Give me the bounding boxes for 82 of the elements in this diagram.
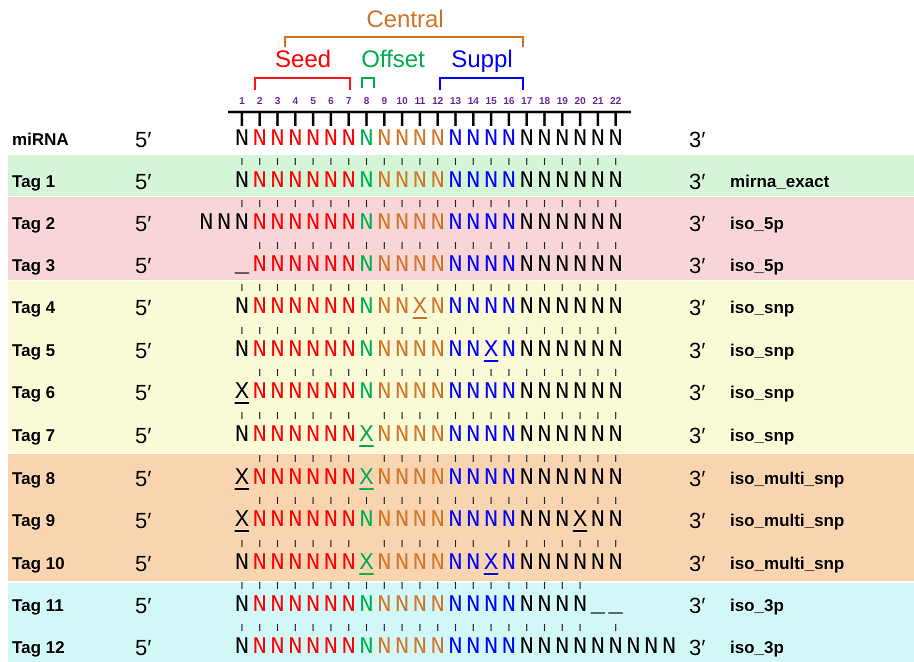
five-prime-label: 5′ (135, 379, 152, 407)
isomir-type-label: iso_3p (730, 595, 784, 617)
row-label: Tag 5 (12, 340, 56, 362)
position-number: 22 (610, 96, 622, 108)
position-number: 16 (503, 96, 514, 108)
isomir-type-label: iso_snp (730, 297, 794, 319)
position-number: 7 (346, 96, 352, 108)
five-prime-label: 5′ (135, 168, 152, 196)
position-number: 3 (274, 96, 280, 108)
position-number: 5 (310, 96, 316, 108)
position-number: 17 (521, 96, 532, 108)
category-band (8, 454, 914, 581)
three-prime-label: 3′ (689, 294, 706, 322)
three-prime-label: 3′ (689, 634, 706, 662)
position-number: 21 (592, 96, 604, 108)
five-prime-label: 5′ (135, 422, 152, 450)
five-prime-label: 5′ (135, 210, 152, 238)
position-number: 19 (556, 96, 568, 108)
isomir-type-label: iso_multi_snp (730, 553, 844, 575)
three-prime-label: 3′ (689, 168, 706, 196)
three-prime-label: 3′ (689, 379, 706, 407)
five-prime-label: 5′ (135, 634, 152, 662)
five-prime-label: 5′ (135, 465, 152, 493)
category-band (8, 281, 914, 453)
position-number: 14 (468, 96, 479, 108)
isomir-type-label: iso_snp (730, 382, 794, 404)
row-label: Tag 2 (12, 213, 56, 235)
row-label: miRNA (12, 129, 69, 151)
position-number: 1 (239, 96, 245, 108)
row-label: Tag 11 (12, 595, 64, 617)
five-prime-label: 5′ (135, 126, 152, 154)
three-prime-label: 3′ (689, 507, 706, 535)
five-prime-label: 5′ (135, 592, 152, 620)
isomir-type-label: iso_multi_snp (730, 510, 844, 532)
row-label: Tag 1 (12, 171, 56, 193)
five-prime-label: 5′ (135, 337, 152, 365)
row-label: Tag 8 (12, 468, 56, 490)
region-label: Seed (274, 46, 332, 74)
three-prime-label: 3′ (689, 126, 706, 154)
region-label: Offset (361, 46, 425, 74)
position-number: 4 (292, 96, 298, 108)
category-band (8, 197, 914, 280)
category-band (8, 583, 914, 662)
row-label: Tag 3 (12, 255, 56, 277)
position-number: 6 (328, 96, 334, 108)
position-number: 18 (538, 96, 550, 108)
three-prime-label: 3′ (689, 422, 706, 450)
five-prime-label: 5′ (135, 294, 152, 322)
position-number: 8 (364, 96, 370, 108)
position-number: 11 (414, 96, 426, 108)
row-label: Tag 6 (12, 382, 56, 404)
position-number: 12 (432, 96, 444, 108)
position-number: 15 (486, 96, 497, 108)
isomir-type-label: iso_3p (730, 637, 784, 659)
position-number: 20 (574, 96, 586, 108)
position-number: 2 (256, 96, 262, 108)
three-prime-label: 3′ (689, 252, 706, 280)
position-number: 13 (450, 96, 462, 108)
isomir-type-label: iso_5p (730, 213, 784, 235)
isomir-type-label: iso_snp (730, 425, 794, 447)
isomir-type-label: iso_5p (730, 255, 784, 277)
five-prime-label: 5′ (135, 507, 152, 535)
region-label: Central (366, 6, 444, 34)
row-label: Tag 4 (12, 297, 56, 319)
row-label: Tag 10 (12, 553, 65, 575)
category-band (8, 155, 914, 196)
three-prime-label: 3′ (689, 210, 706, 238)
isomir-type-label: iso_multi_snp (730, 468, 844, 490)
three-prime-label: 3′ (689, 592, 706, 620)
row-label: Tag 7 (12, 425, 56, 447)
row-label: Tag 12 (12, 637, 65, 659)
five-prime-label: 5′ (135, 550, 152, 578)
three-prime-label: 3′ (689, 337, 706, 365)
position-number: 10 (396, 96, 408, 108)
isomir-type-label: mirna_exact (730, 171, 830, 193)
three-prime-label: 3′ (689, 465, 706, 493)
row-label: Tag 9 (12, 510, 56, 532)
region-label: Suppl (451, 46, 513, 74)
position-number: 9 (382, 96, 388, 108)
isomir-type-label: iso_snp (730, 340, 794, 362)
five-prime-label: 5′ (135, 252, 152, 280)
three-prime-label: 3′ (689, 550, 706, 578)
